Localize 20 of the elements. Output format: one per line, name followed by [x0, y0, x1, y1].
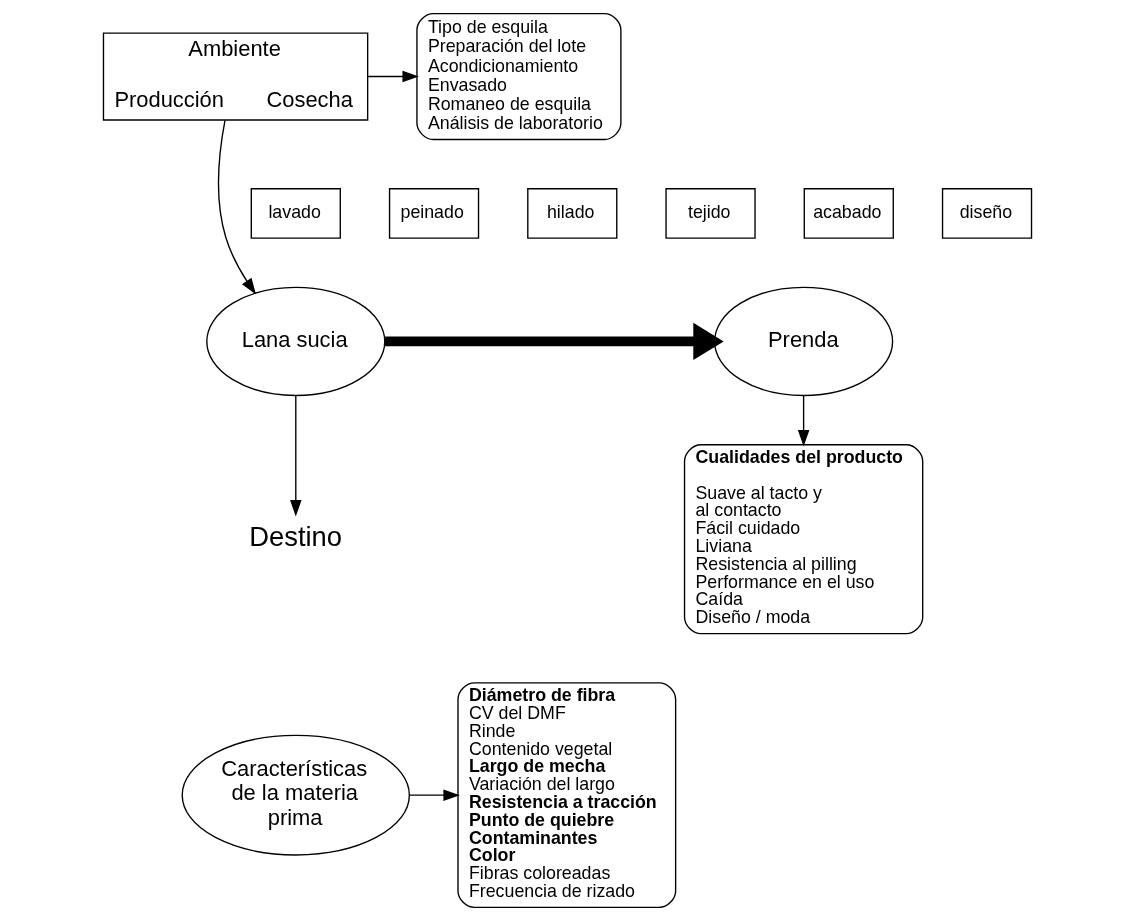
node-ellipse: Prenda — [713, 286, 894, 397]
node-box: Tipo de esquila Preparación del lote Acondicionamiento Envasado Romaneo de esquila Análisis de laboratorio — [416, 12, 622, 141]
arrow — [367, 70, 419, 83]
node-ellipse: Características de la materia prima — [181, 734, 411, 856]
node-box: Ambiente Producción Cosecha — [102, 32, 369, 121]
node-box: Diámetro de fibra CV del DMF Rinde Contenido vegetal Largo de mecha Variación del largo Resistencia a tracción Punto de quiebre Contaminantes Color Fibras coloreadas Frecuencia de rizado — [457, 682, 677, 909]
node-box: tejido — [665, 188, 756, 239]
arrow — [385, 322, 724, 360]
node-box: diseño — [941, 188, 1033, 239]
node-box: lavado — [250, 188, 341, 239]
arrow — [290, 394, 302, 517]
arrow — [217, 119, 256, 295]
arrow — [797, 394, 810, 447]
node-text: Destino — [249, 521, 343, 553]
node-ellipse: Lana sucia — [206, 286, 386, 397]
node-box: peinado — [388, 188, 480, 239]
node-box: hilado — [527, 188, 618, 239]
arrow — [408, 789, 460, 801]
node-box: Cualidades del producto Suave al tacto y al contacto Fácil cuidado Liviana Resistencia al pilling Performance en el uso Caída Diseño / moda — [683, 444, 924, 635]
node-box: acabado — [803, 188, 894, 239]
